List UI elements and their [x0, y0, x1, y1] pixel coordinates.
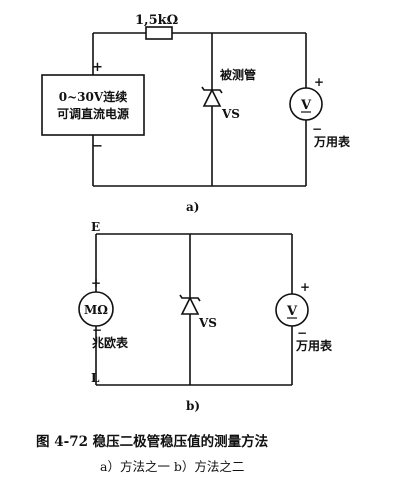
caption-b: b) [186, 399, 200, 413]
voltmeter-a-plus: + [314, 75, 324, 89]
meter-label-b: 万用表 [295, 338, 333, 353]
supply-plus: + [92, 60, 103, 75]
voltmeter-a-minus: − [312, 122, 322, 136]
megohmmeter [78, 291, 114, 327]
megohmmeter-label: 兆欧表 [92, 335, 129, 350]
diagram-b: E L MΩ + − 兆欧表 VS V + − 万用表 b) [78, 220, 333, 413]
supply-minus: − [92, 139, 103, 154]
meter-label-a: 万用表 [313, 134, 351, 149]
power-supply-box [41, 74, 145, 136]
zener-diode-b [179, 294, 201, 315]
resistor [145, 26, 173, 40]
megohmmeter-symbol: MΩ [84, 303, 108, 317]
voltmeter-a-symbol: V [300, 98, 312, 113]
node-e-label: E [91, 220, 100, 234]
diagram-a: 1,5kΩ 0~30V连续 可调直流电源 + − 被测管 VS V + − 万用… [41, 13, 351, 214]
voltmeter-b [275, 293, 309, 327]
figure-title: 图 4-72 稳压二极管稳压值的测量方法 [36, 433, 269, 450]
voltmeter-a [289, 87, 323, 121]
diode-ref-b: VS [198, 316, 217, 330]
megohmmeter-plus: + [91, 276, 101, 290]
diode-ref-a: VS [221, 107, 240, 121]
voltmeter-b-minus: − [297, 326, 307, 340]
megohmmeter-minus: − [92, 323, 102, 337]
voltmeter-b-symbol: V [286, 304, 298, 319]
supply-label-1: 0~30V连续 [59, 89, 127, 104]
voltmeter-b-plus: + [300, 280, 310, 294]
resistor-label: 1,5kΩ [135, 13, 178, 28]
caption-a: a) [186, 200, 199, 214]
supply-label-2: 可调直流电源 [57, 106, 129, 121]
figure-subtitle: a）方法之一 b）方法之二 [100, 459, 244, 474]
diode-label: 被测管 [220, 67, 256, 82]
zener-diode-a [201, 86, 223, 107]
